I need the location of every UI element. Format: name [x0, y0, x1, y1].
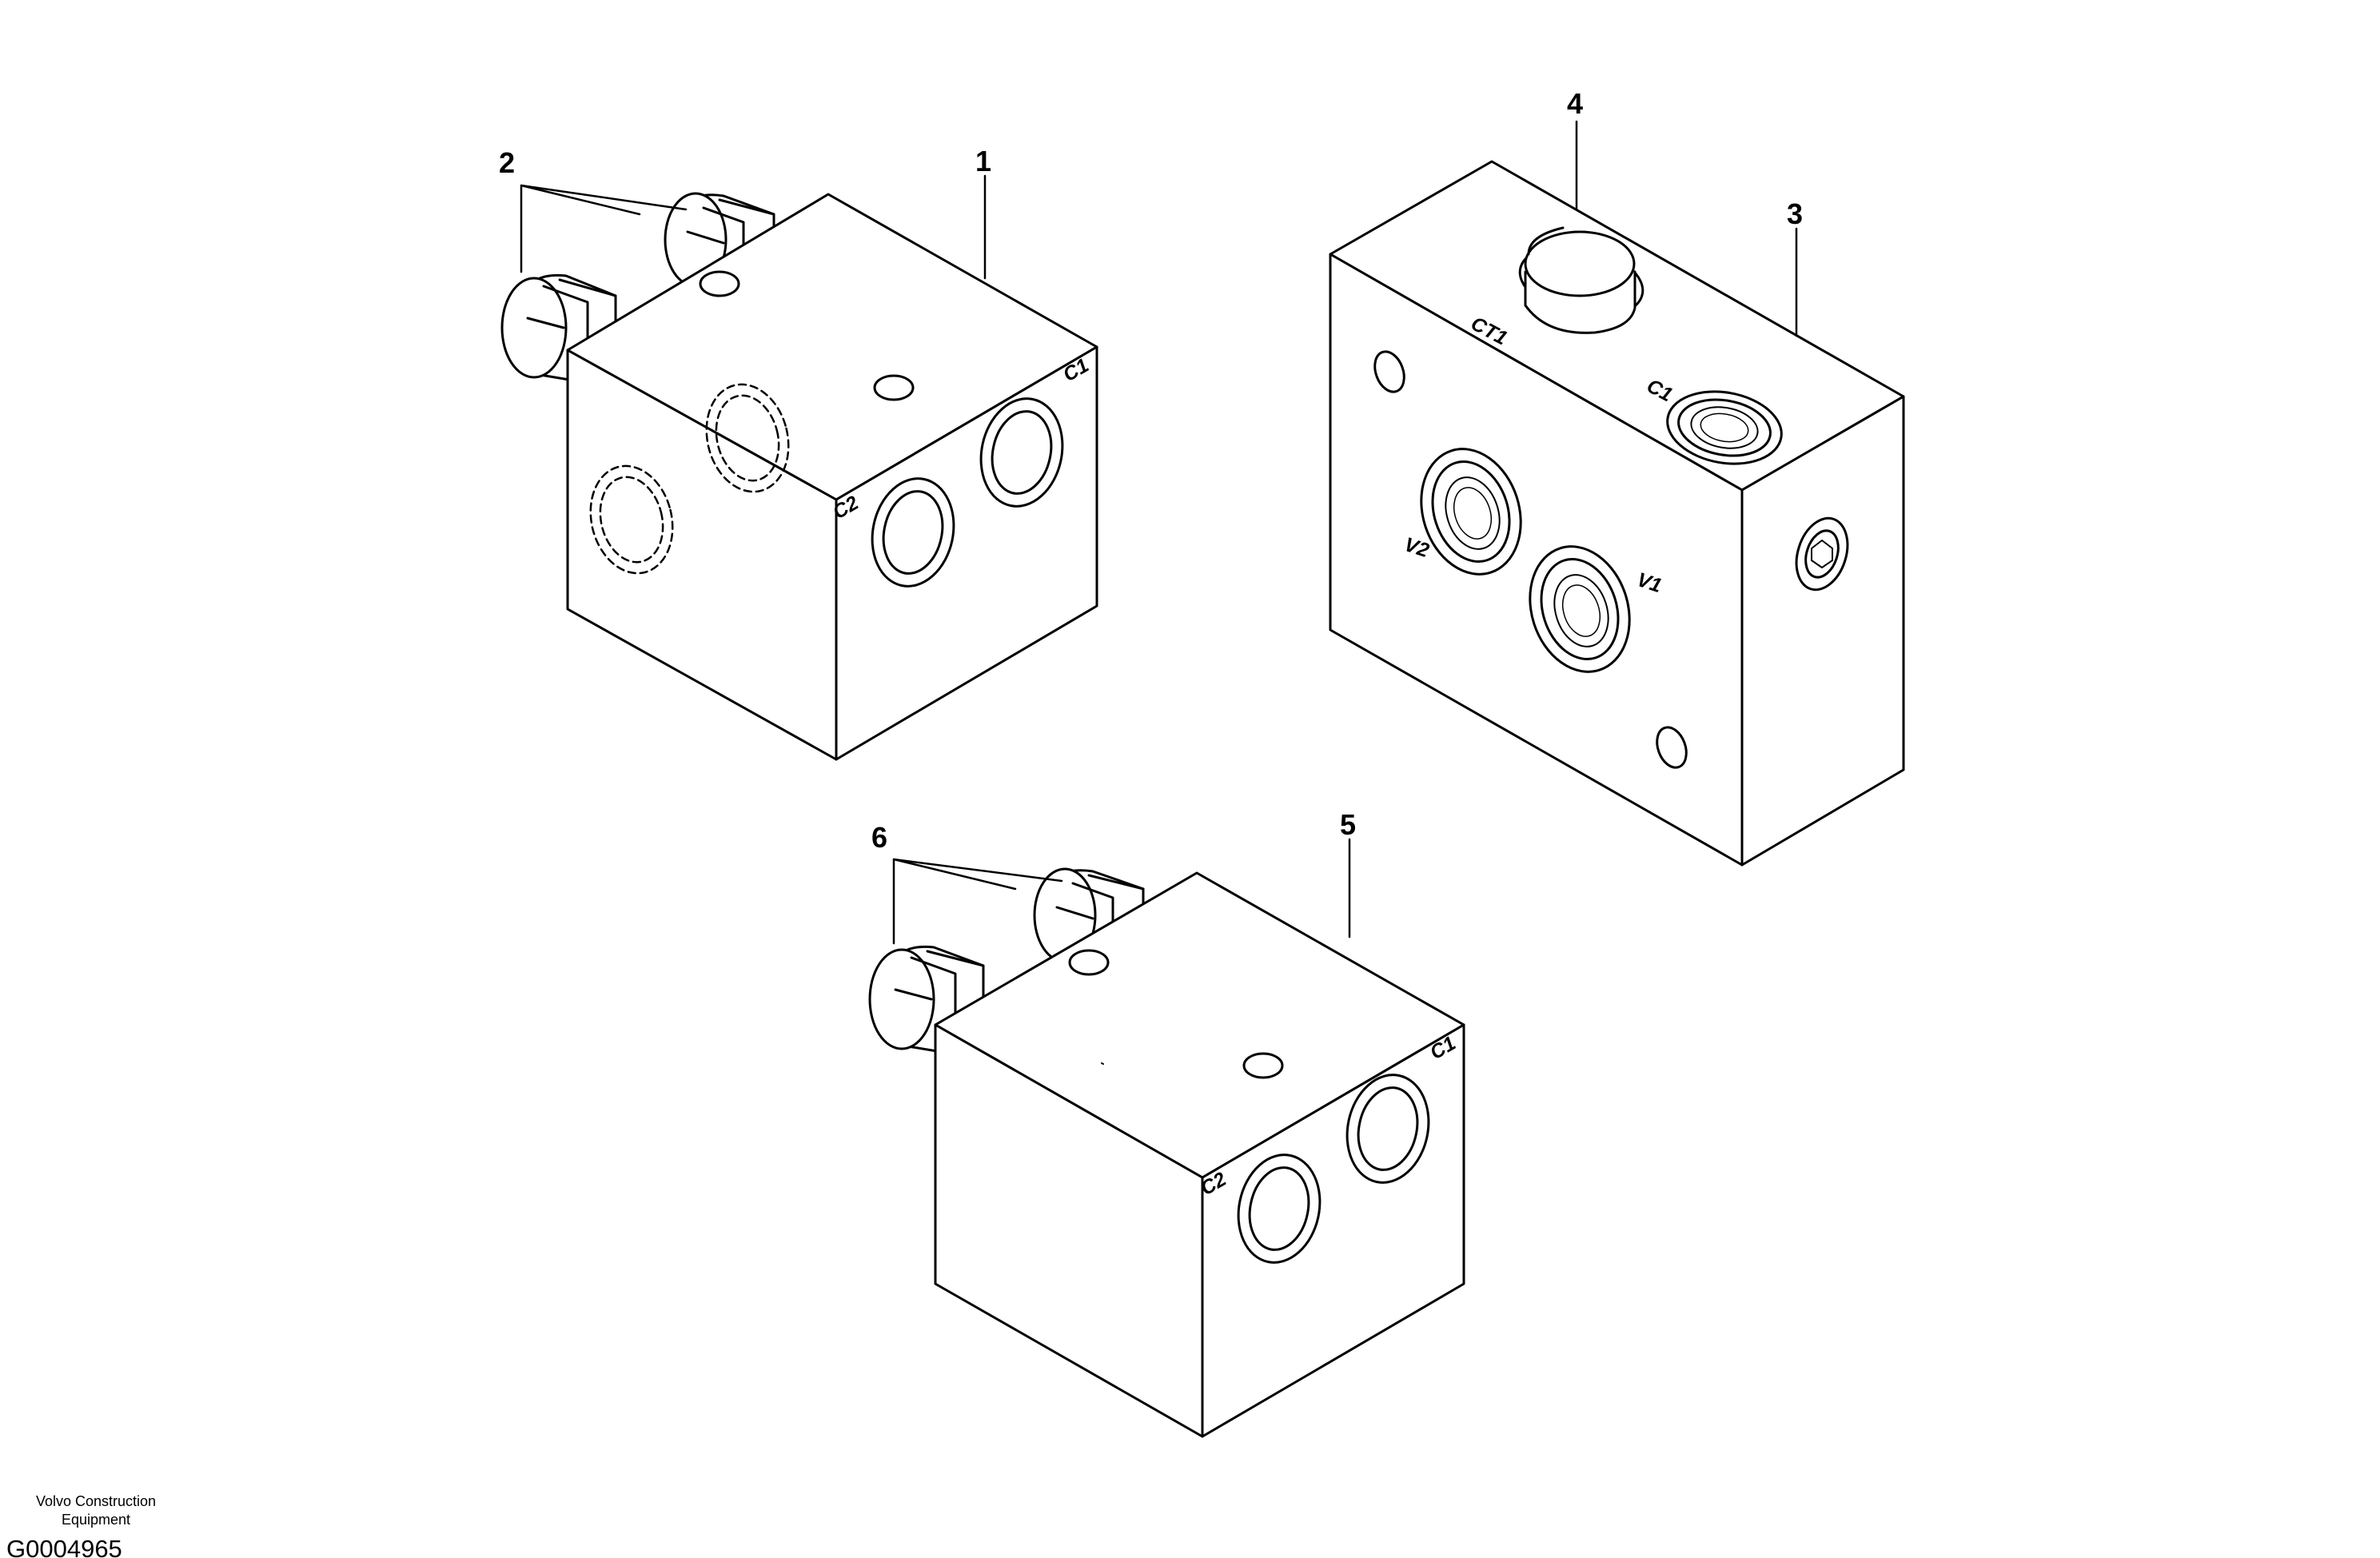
company-name-line-1: Volvo Construction — [35, 1493, 157, 1509]
leader-lines — [520, 120, 1798, 945]
valve-5-right-face — [1201, 1023, 1465, 1438]
plug-4 — [1518, 226, 1644, 334]
callout-5: 5 — [1340, 808, 1356, 841]
drawing-code: G0004965 — [6, 1535, 122, 1558]
company-name-line-2: Equipment — [61, 1512, 131, 1528]
callout-numbers: 1 2 3 4 5 6 — [499, 87, 1803, 854]
valve-block-1: C1 C2 — [500, 192, 1098, 761]
callout-1: 1 — [975, 145, 991, 177]
valve-1-right-face — [835, 345, 1098, 761]
callout-6: 6 — [871, 821, 887, 854]
callout-2: 2 — [499, 146, 515, 179]
valve-block-5: C1 C2 — [868, 867, 1465, 1438]
valve-3-side-face — [1740, 395, 1905, 867]
callout-4: 4 — [1567, 87, 1583, 120]
callout-3: 3 — [1787, 197, 1803, 230]
valve-block-3: CT1 C1 V2 V1 — [1329, 160, 1905, 867]
fitting-group-6 — [868, 867, 1145, 1057]
